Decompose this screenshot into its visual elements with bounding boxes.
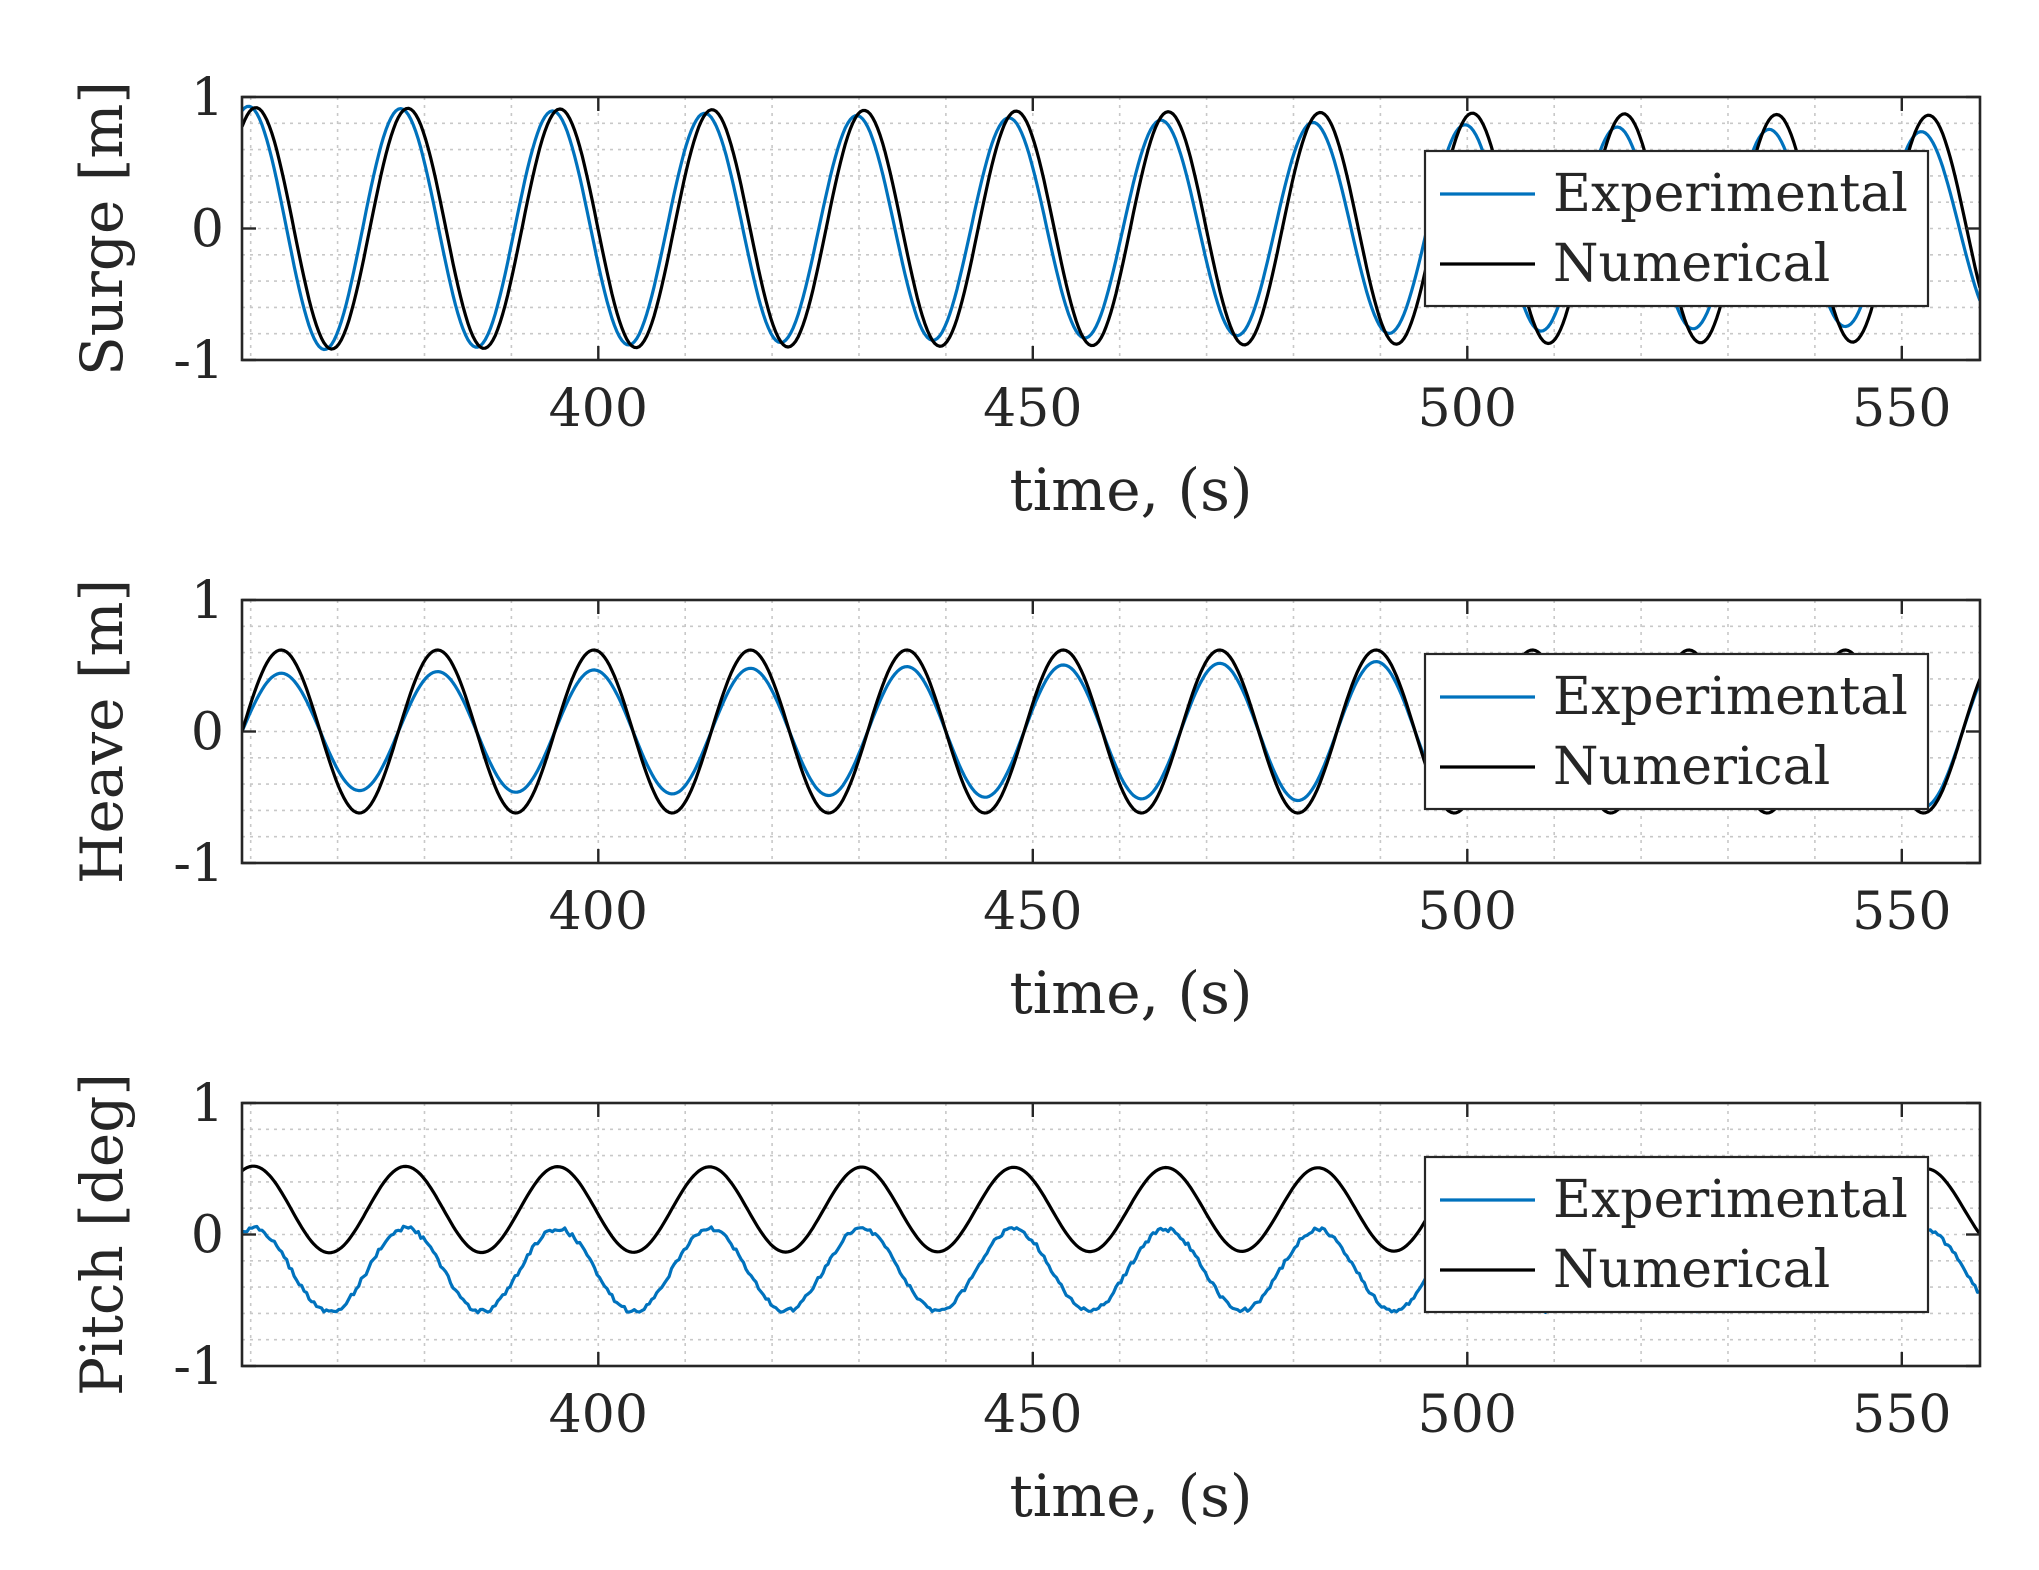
y-tick-label: 0 <box>191 1206 224 1266</box>
y-tick-label: -1 <box>173 331 224 391</box>
x-tick-label: 400 <box>549 379 648 439</box>
legend-label-experimental: Experimental <box>1553 164 1908 224</box>
y-tick-label: -1 <box>173 1337 224 1397</box>
legend-label-numerical: Numerical <box>1553 1240 1830 1300</box>
x-tick-label: 500 <box>1418 882 1517 942</box>
series-line-experimental <box>242 104 1980 352</box>
y-axis-label: Surge [m] <box>68 81 136 376</box>
x-tick-label: 500 <box>1418 1385 1517 1445</box>
x-tick-label: 550 <box>1852 379 1951 439</box>
legend-box <box>1423 149 1930 308</box>
series-line-numerical <box>242 106 1980 351</box>
y-tick-label: 0 <box>191 200 224 260</box>
ticks <box>242 95 1980 362</box>
y-tick-label: 0 <box>191 703 224 763</box>
series-group <box>242 104 1980 352</box>
legend-box <box>1423 652 1930 811</box>
x-axis-label: time, (s) <box>1009 456 1252 524</box>
x-tick-label: 450 <box>983 882 1082 942</box>
x-axis-label: time, (s) <box>1009 959 1252 1027</box>
subplot-2: 400 450 500 550 -1 0 1 time, (s) Heave [m] Experi… <box>68 571 1982 1027</box>
legend-label-experimental: Experimental <box>1553 667 1908 727</box>
legend-label-experimental: Experimental <box>1553 1170 1908 1230</box>
x-axis-label: time, (s) <box>1009 1462 1252 1530</box>
x-tick-label: 500 <box>1418 379 1517 439</box>
legend-label-numerical: Numerical <box>1553 737 1830 797</box>
x-tick-label: 450 <box>983 1385 1082 1445</box>
x-tick-label: 400 <box>549 1385 648 1445</box>
series-line-numerical <box>242 648 1980 815</box>
y-axis-label: Pitch [deg] <box>68 1073 136 1396</box>
x-tick-label: 450 <box>983 379 1082 439</box>
x-tick-label: 400 <box>549 882 648 942</box>
y-tick-label: 1 <box>191 68 224 128</box>
y-axis-label: Heave [m] <box>68 579 136 884</box>
subplot-1: 400 450 500 550 -1 0 1 time, (s) Surge [m] Experi… <box>68 68 1982 524</box>
legend-label-numerical: Numerical <box>1553 234 1830 294</box>
x-tick-label: 550 <box>1852 1385 1951 1445</box>
ticks <box>242 1101 1980 1368</box>
subplot-3: 400 450 500 550 -1 0 1 time, (s) Pitch [deg] Expe… <box>68 1073 1982 1530</box>
x-tick-label: 550 <box>1852 882 1951 942</box>
y-tick-label: 1 <box>191 571 224 631</box>
y-tick-label: -1 <box>173 834 224 894</box>
legend-box <box>1423 1155 1930 1314</box>
ticks <box>242 598 1980 865</box>
y-tick-label: 1 <box>191 1074 224 1134</box>
